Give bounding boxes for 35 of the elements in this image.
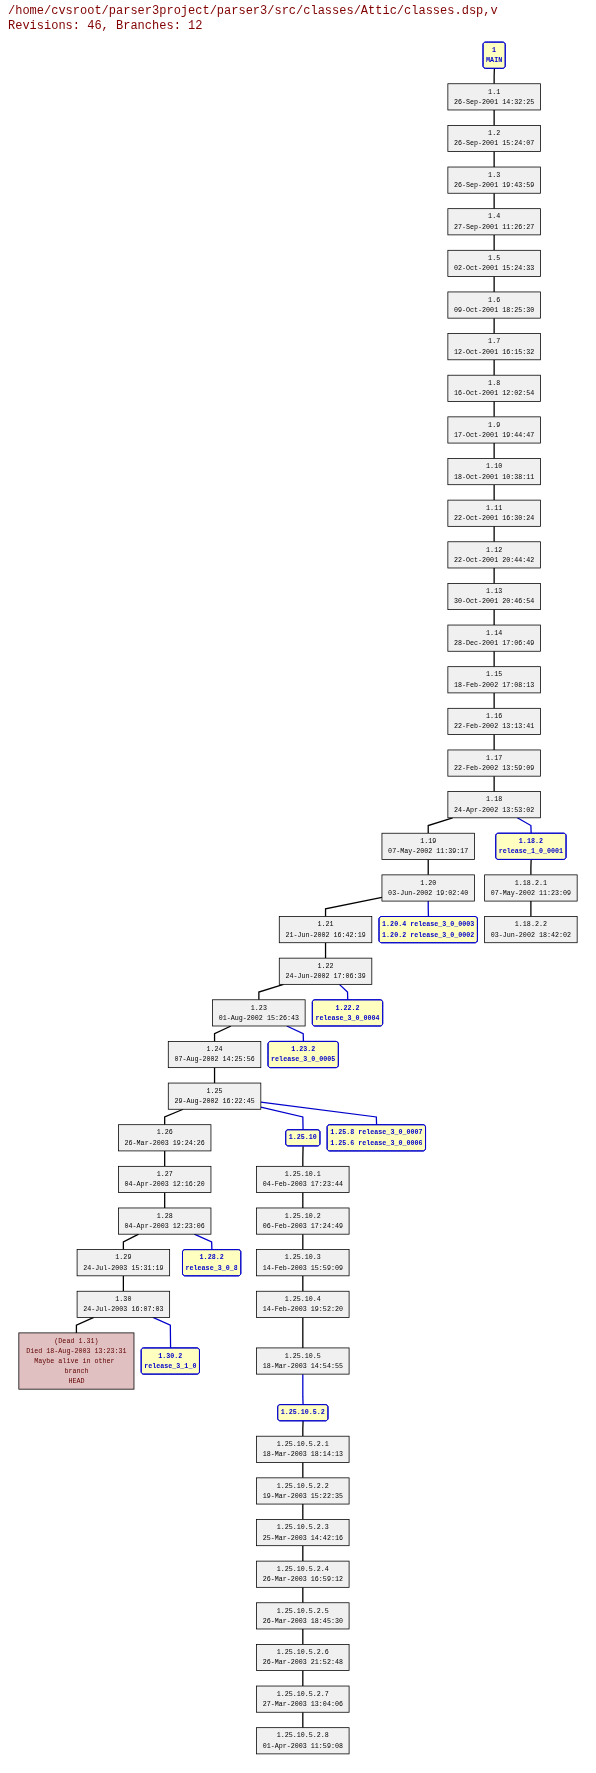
connector xyxy=(493,109,495,127)
title-text: /home/cvsroot/parser3project/parser3/src/classes/Attic/classes.dsp,v xyxy=(8,4,499,19)
connector xyxy=(302,1373,304,1406)
connector xyxy=(493,484,495,501)
connector xyxy=(493,150,495,168)
connector xyxy=(493,275,495,293)
connector xyxy=(493,359,495,376)
connector xyxy=(302,1420,304,1437)
connector xyxy=(493,692,495,709)
connector xyxy=(324,896,383,918)
connector xyxy=(338,983,349,1001)
connector xyxy=(260,1101,378,1126)
connector xyxy=(493,442,495,460)
connector xyxy=(516,817,532,835)
connector xyxy=(493,650,495,668)
connector xyxy=(164,1108,184,1126)
connector xyxy=(493,525,495,543)
connector xyxy=(530,859,532,876)
connector xyxy=(493,192,495,210)
connector xyxy=(493,567,495,585)
connector xyxy=(493,400,495,418)
connector xyxy=(493,733,495,751)
connector xyxy=(122,1233,140,1251)
connector xyxy=(530,900,532,918)
connector xyxy=(302,1145,304,1167)
connector xyxy=(260,1106,304,1131)
connector xyxy=(302,1316,304,1349)
summary-text: Revisions: 46, Branches: 12 xyxy=(8,19,204,34)
connector xyxy=(493,67,496,85)
connector xyxy=(427,817,454,834)
connector xyxy=(493,775,495,793)
connector xyxy=(493,317,495,335)
connector xyxy=(493,234,495,251)
connector xyxy=(493,608,495,626)
connector xyxy=(75,1316,95,1334)
